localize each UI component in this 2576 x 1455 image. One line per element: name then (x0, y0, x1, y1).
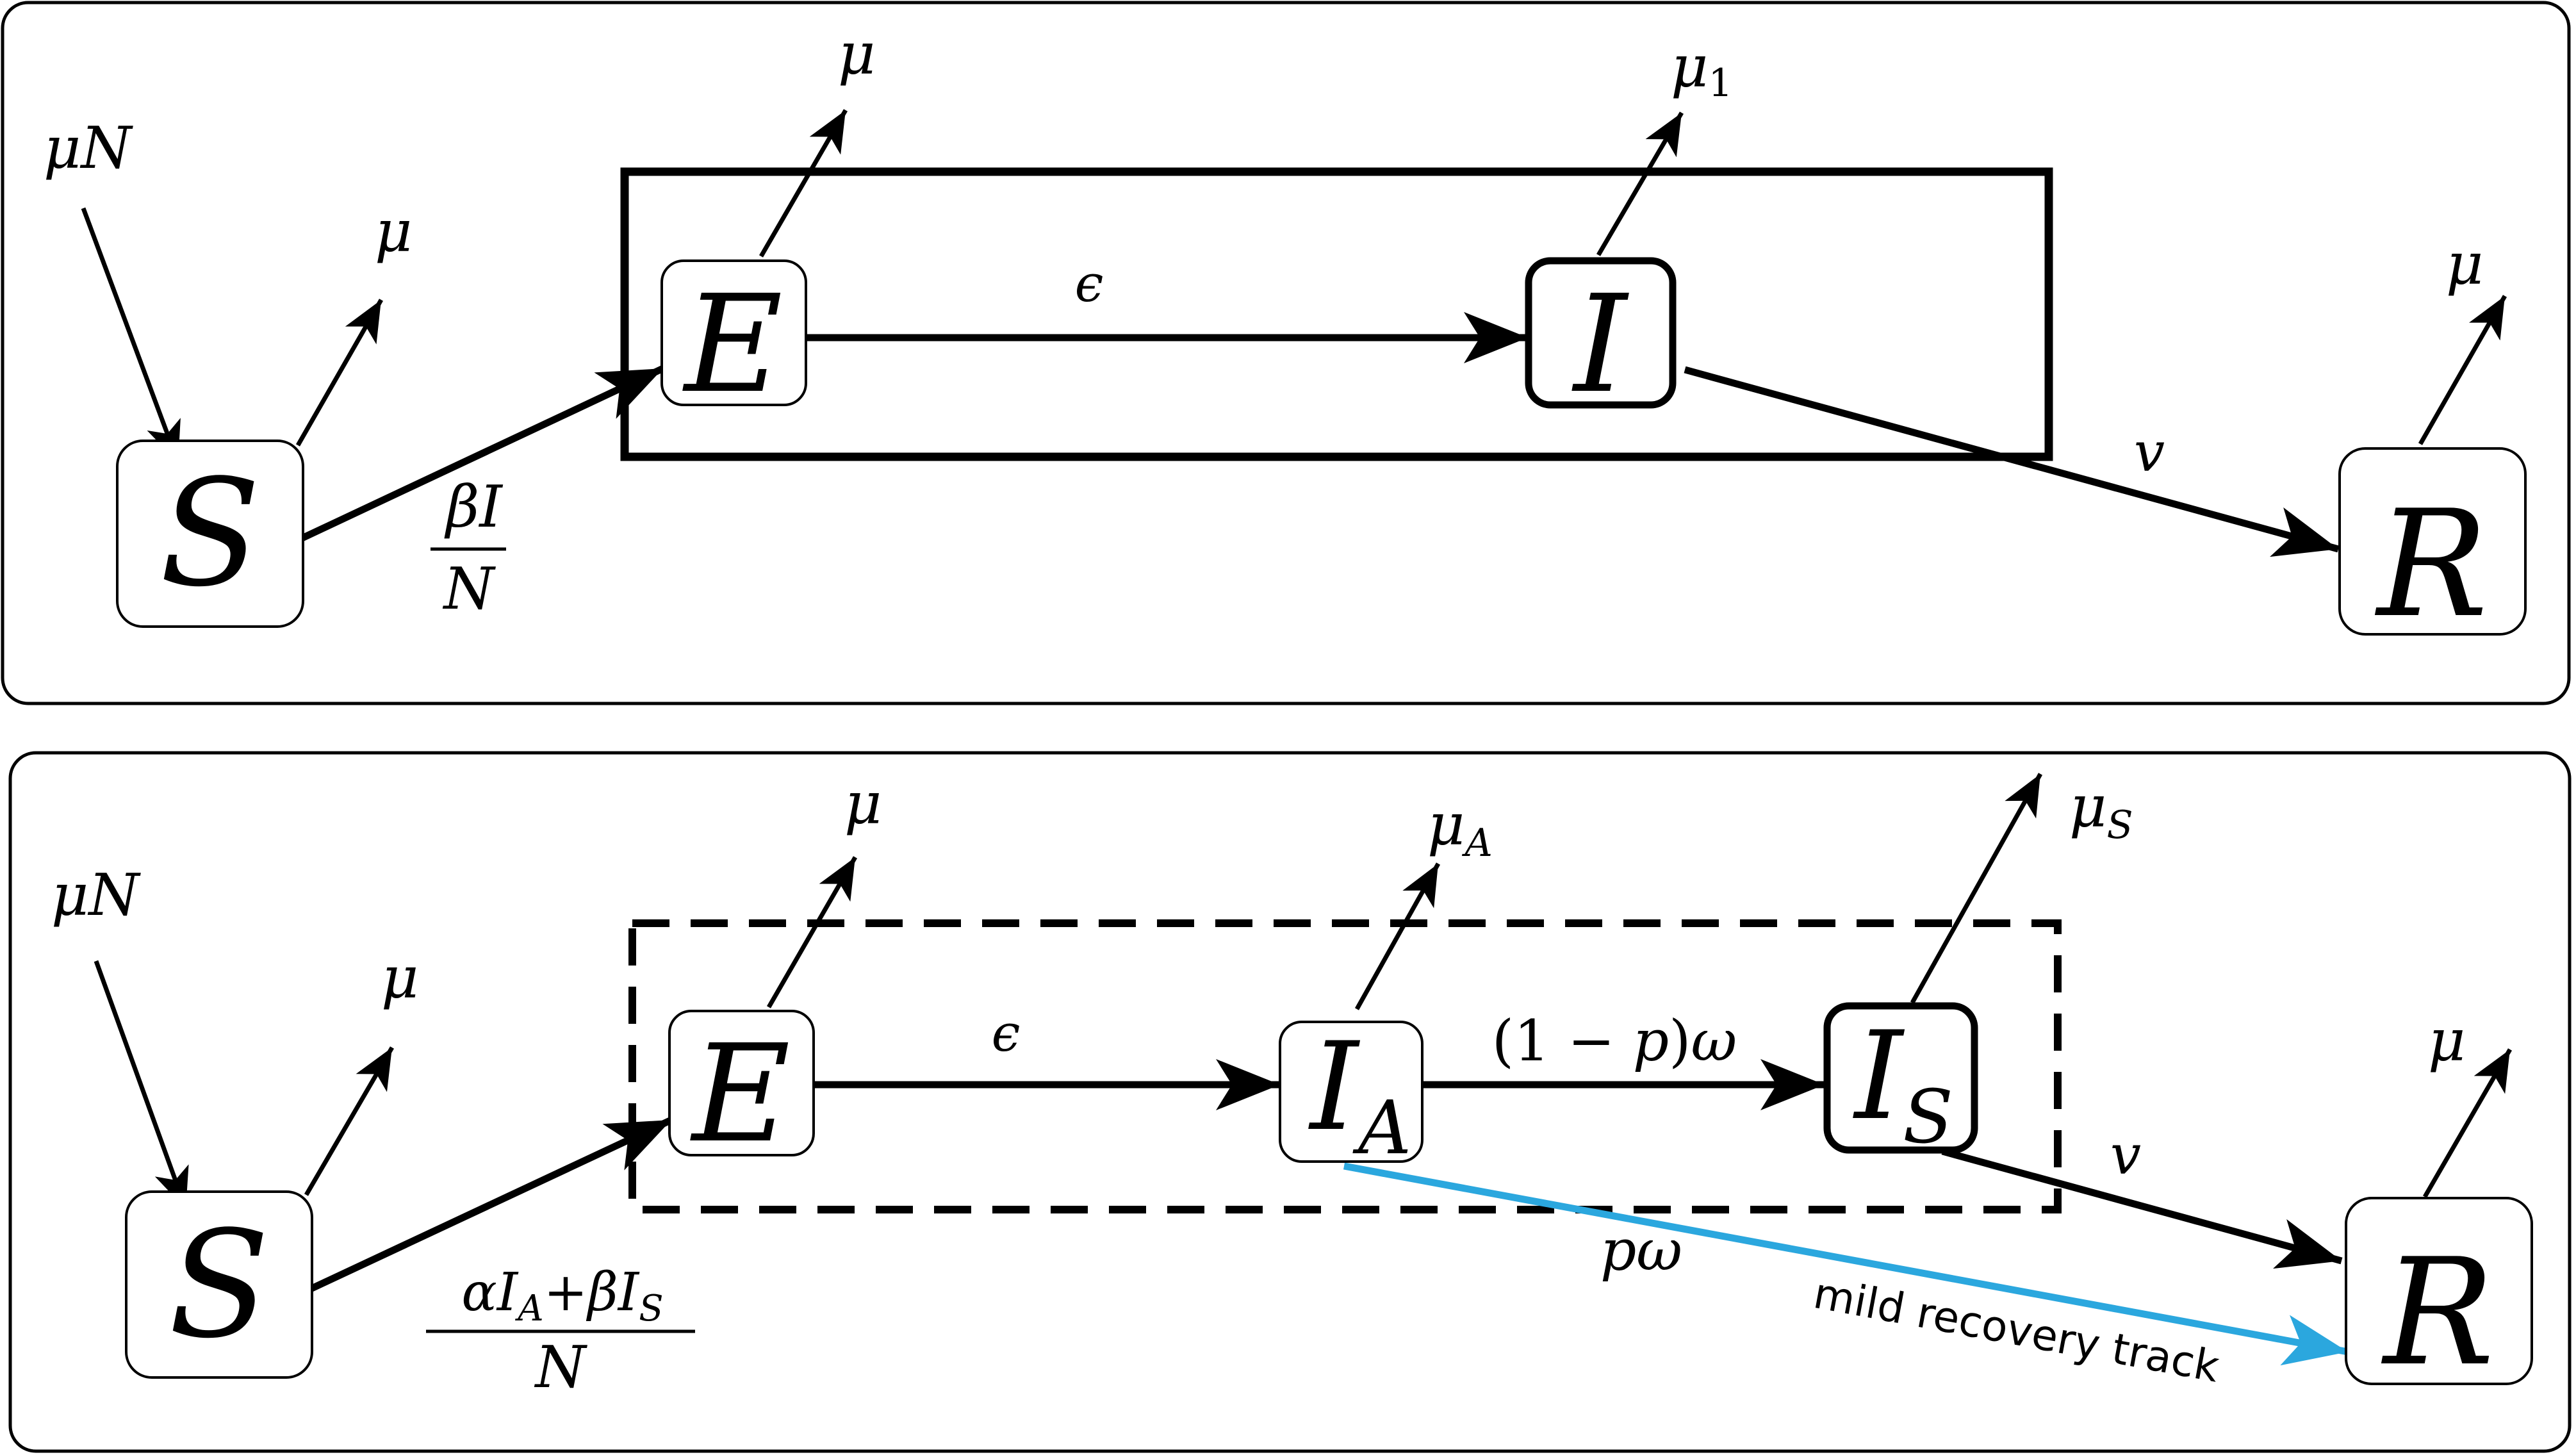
bottom-panel: S E IA IS R μN μ μ μA μS μ ϵ (1 − p)ω v … (8, 751, 2572, 1453)
compartment-S: S (116, 440, 304, 628)
incubation-rate-label: ϵ (992, 1003, 1021, 1063)
S-death-rate-label: μ (381, 944, 419, 1012)
E-death-arrow (766, 856, 858, 1008)
svg-text:S: S (168, 1200, 270, 1371)
compartment-IA: IA (1279, 1016, 1423, 1171)
force-of-infection-fraction: αIA+βIS N (426, 1262, 695, 1401)
compartment-I: I (1525, 257, 1677, 423)
compartment-R: R (2338, 447, 2527, 650)
recovery-arrow (1941, 1147, 2343, 1269)
svg-text:IA: IA (1308, 1016, 1411, 1171)
R-death-rate-label: μ (2428, 1007, 2466, 1074)
I-death-arrow (1596, 111, 1684, 256)
svg-text:E: E (689, 1015, 790, 1172)
birth-rate-label: μN (44, 115, 134, 182)
force-of-infection-fraction: βI N (431, 473, 506, 623)
svg-text:IS: IS (1853, 1005, 1953, 1160)
progression-rate-label: (1 − p)ω (1492, 1008, 1737, 1074)
recovery-arrow (1684, 366, 2340, 557)
infected-group-box (620, 167, 2053, 461)
IS-death-arrow (1910, 773, 2043, 1004)
top-panel-frame (1, 1, 2571, 705)
compartment-E: E (668, 1010, 815, 1172)
svg-text:βI: βI (444, 473, 503, 541)
svg-text:R: R (2374, 479, 2488, 650)
compartment-R: R (2345, 1197, 2533, 1399)
S-death-arrow (304, 1046, 395, 1196)
S-death-rate-label: μ (375, 198, 413, 265)
I-death-rate-label: μ1 (1671, 33, 1733, 106)
svg-text:R: R (2381, 1228, 2494, 1399)
svg-text:N: N (443, 555, 496, 623)
incubation-rate-label: ϵ (1075, 254, 1104, 313)
compartment-E: E (660, 259, 807, 423)
E-death-rate-label: μ (838, 21, 876, 88)
IA-death-arrow (1354, 862, 1441, 1010)
mild-recovery-rate-label: pω (1600, 1217, 1682, 1283)
E-death-arrow (759, 109, 848, 258)
birth-rate-label: μN (51, 862, 142, 929)
svg-text:αIA+βIS: αIA+βIS (461, 1262, 663, 1329)
top-panel: S E I R μN μ μ μ1 μ ϵ v βI N (1, 1, 2571, 705)
infection-arrow (304, 1117, 673, 1294)
birth-arrow (81, 207, 181, 464)
svg-text:N: N (534, 1334, 588, 1401)
compartment-IS: IS (1823, 1002, 1978, 1160)
IA-death-rate-label: μA (1427, 791, 1493, 866)
recovery-rate-label: v (2110, 1124, 2141, 1187)
R-death-rate-label: μ (2446, 231, 2484, 298)
birth-arrow (94, 960, 189, 1210)
mild-recovery-arrow (1343, 1162, 2349, 1366)
S-death-arrow (295, 299, 384, 447)
svg-text:E: E (682, 266, 782, 423)
infected-group-dashed-box (628, 919, 2062, 1213)
R-death-arrow (2422, 1048, 2513, 1198)
R-death-arrow (2418, 295, 2507, 445)
IS-death-rate-label: μS (2069, 773, 2133, 848)
svg-text:S: S (160, 448, 261, 620)
compartment-S: S (125, 1190, 313, 1379)
E-death-rate-label: μ (844, 770, 882, 837)
recovery-rate-label: v (2134, 421, 2165, 484)
infection-arrow (296, 365, 665, 543)
svg-text:I: I (1571, 266, 1630, 423)
